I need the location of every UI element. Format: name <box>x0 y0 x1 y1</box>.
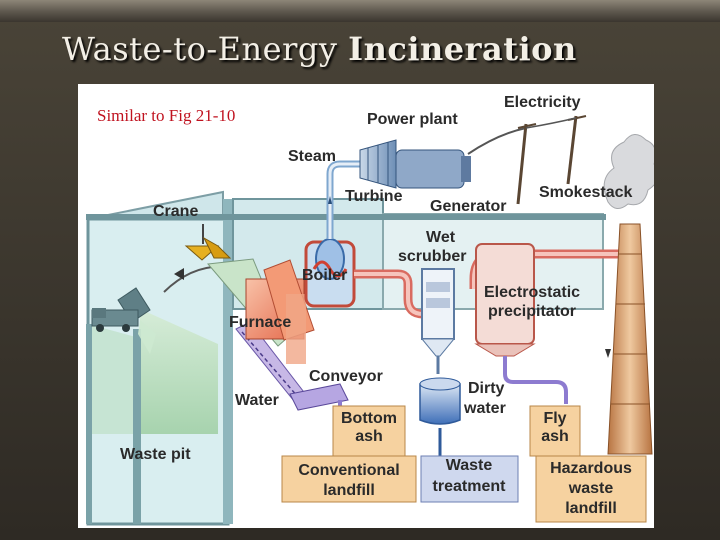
incinerator-diagram: Electricity Power plant Steam Turbine Ge… <box>86 94 654 526</box>
generator <box>395 149 471 189</box>
label-conventional-landfill-1: Conventional <box>298 462 399 479</box>
label-wet-scrubber-1: Wet <box>426 229 456 246</box>
bottom-ash-box <box>332 405 406 457</box>
label-electricity: Electricity <box>504 94 581 111</box>
smokestack <box>607 223 653 455</box>
title-part-2: Incineration <box>348 30 577 68</box>
label-hazardous-3: landfill <box>565 500 617 517</box>
stone-header-band <box>0 0 720 22</box>
turbine <box>359 139 397 189</box>
label-smokestack: Smokestack <box>539 184 632 201</box>
label-power-plant: Power plant <box>367 111 458 128</box>
label-dirty-water-2: water <box>463 400 506 417</box>
label-fly-ash-2: ash <box>541 428 569 445</box>
label-steam: Steam <box>288 148 336 165</box>
title-part-1: Waste-to-Energy <box>62 30 338 68</box>
label-conventional-landfill-2: landfill <box>323 482 375 499</box>
label-bottom-ash-2: ash <box>355 428 383 445</box>
crane-icon <box>163 224 239 293</box>
label-bottom-ash-1: Bottom <box>341 410 397 427</box>
label-boiler: Boiler <box>302 267 347 284</box>
furnace <box>245 259 315 364</box>
boiler <box>304 238 356 308</box>
garbage-truck-icon <box>91 287 156 354</box>
fly-ash-line <box>503 356 568 404</box>
electrostatic-precipitator <box>474 243 536 357</box>
label-waste-pit: Waste pit <box>120 446 191 463</box>
label-conveyor: Conveyor <box>309 368 383 385</box>
power-lines <box>467 115 587 205</box>
smoke-plume <box>603 134 654 209</box>
label-hazardous-2: waste <box>568 480 614 497</box>
label-generator: Generator <box>430 198 506 215</box>
diagram-panel: Electricity Power plant Steam Turbine Ge… <box>78 84 654 528</box>
label-fly-ash-1: Fly <box>543 410 566 427</box>
label-crane: Crane <box>153 203 198 220</box>
conventional-landfill-box <box>281 455 417 503</box>
steam-line <box>326 160 370 239</box>
conveyor-belt <box>235 321 349 411</box>
slide-title: Waste-to-Energy Incineration <box>62 30 577 68</box>
label-dirty-water-1: Dirty <box>468 380 505 397</box>
figure-caption: Similar to Fig 21-10 <box>97 106 236 125</box>
label-waste-treatment-2: treatment <box>433 478 507 495</box>
label-turbine: Turbine <box>345 188 403 205</box>
dirty-water-tank <box>419 377 461 456</box>
waste-treatment-box <box>420 455 519 503</box>
wet-scrubber <box>420 268 456 374</box>
label-hazardous-1: Hazardous <box>550 460 632 477</box>
label-furnace: Furnace <box>229 314 291 331</box>
hazardous-landfill-box <box>535 455 647 523</box>
label-electrostatic-1: Electrostatic <box>484 284 580 301</box>
label-wet-scrubber-2: scrubber <box>398 248 466 265</box>
label-electrostatic-2: precipitator <box>488 303 576 320</box>
label-waste-treatment-1: Waste <box>446 457 493 474</box>
fly-ash-box <box>529 405 581 457</box>
waste-pit <box>86 309 218 524</box>
label-water: Water <box>235 392 279 409</box>
